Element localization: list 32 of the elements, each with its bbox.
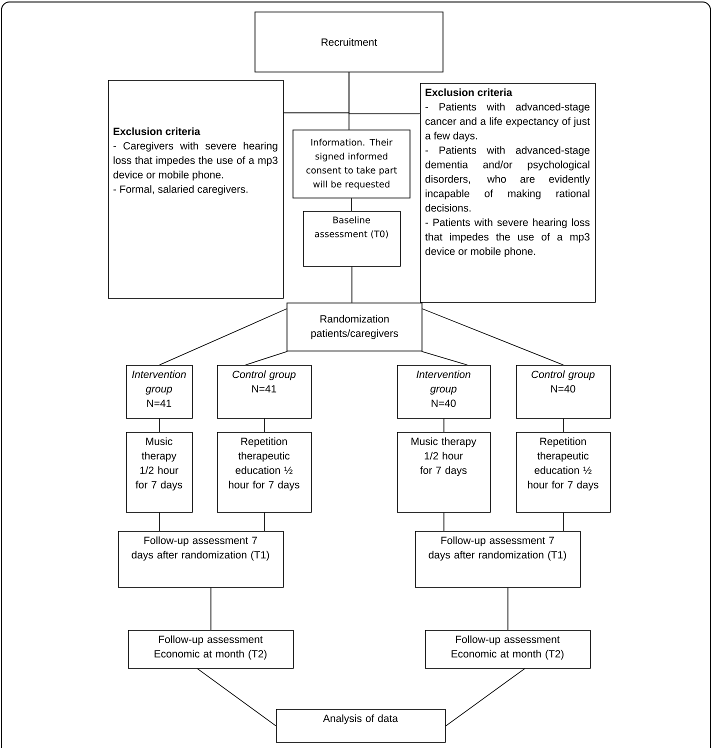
connector-line <box>264 418 265 432</box>
group-box: Control group N=41 <box>217 365 312 419</box>
connector-line <box>563 512 564 532</box>
process-box: Repetition therapeutic education ½ hour for 7 days <box>217 432 312 513</box>
process-box: Follow-up assessment Economic at month (T2) <box>128 630 294 669</box>
connector-line <box>159 512 160 532</box>
exclusion-box: Exclusion criteria - Patients with advanced-stage cancer and a life expectancy of just a few days. - Patients with advanced-stage dementia and/or psychological disorders, who are evidently incapable of making rational decisions. - Patients with severe hearing loss that impedes the use of a mp3 device or mobile phone. <box>420 83 596 303</box>
connector-line <box>563 418 564 432</box>
process-box: Recruitment <box>254 12 444 72</box>
process-box: Follow-up assessment 7 days after randomization (T1) <box>415 531 581 588</box>
connector-line <box>210 587 212 630</box>
process-box: Information. Their signed informed consent to take part will be requested <box>292 130 410 198</box>
connector-line <box>348 72 420 114</box>
connector-line <box>445 668 525 726</box>
connector-line <box>421 351 468 366</box>
process-box: Follow-up assessment 7 days after randomization (T1) <box>118 531 284 588</box>
process-box: Randomization patients/caregivers <box>286 302 422 352</box>
process-box: Baseline assessment (T0) <box>303 211 401 267</box>
process-box: Analysis of data <box>276 709 446 743</box>
group-box: Intervention group N=41 <box>126 365 193 419</box>
exclusion-box: Exclusion criteria - Caregivers with severe hearing loss that impedes the use of a mp3 device or mobile phone. - Formal, salaried caregivers. <box>108 80 284 299</box>
process-box: Music therapy 1/2 hour for 7 days <box>397 432 491 513</box>
group-box: Intervention group N=40 <box>397 365 491 419</box>
connector-line <box>351 198 352 212</box>
group-box: Control group N=40 <box>516 365 611 419</box>
connector-line <box>197 668 276 726</box>
process-box: Music therapy 1/2 hour for 7 days <box>126 432 193 513</box>
connector-line <box>159 418 160 432</box>
process-box: Repetition therapeutic education ½ hour for 7 days <box>516 432 611 513</box>
process-box: Follow-up assessment Economic at month (T2) <box>425 630 591 669</box>
connector-line <box>245 351 288 366</box>
connector-line <box>264 512 265 532</box>
